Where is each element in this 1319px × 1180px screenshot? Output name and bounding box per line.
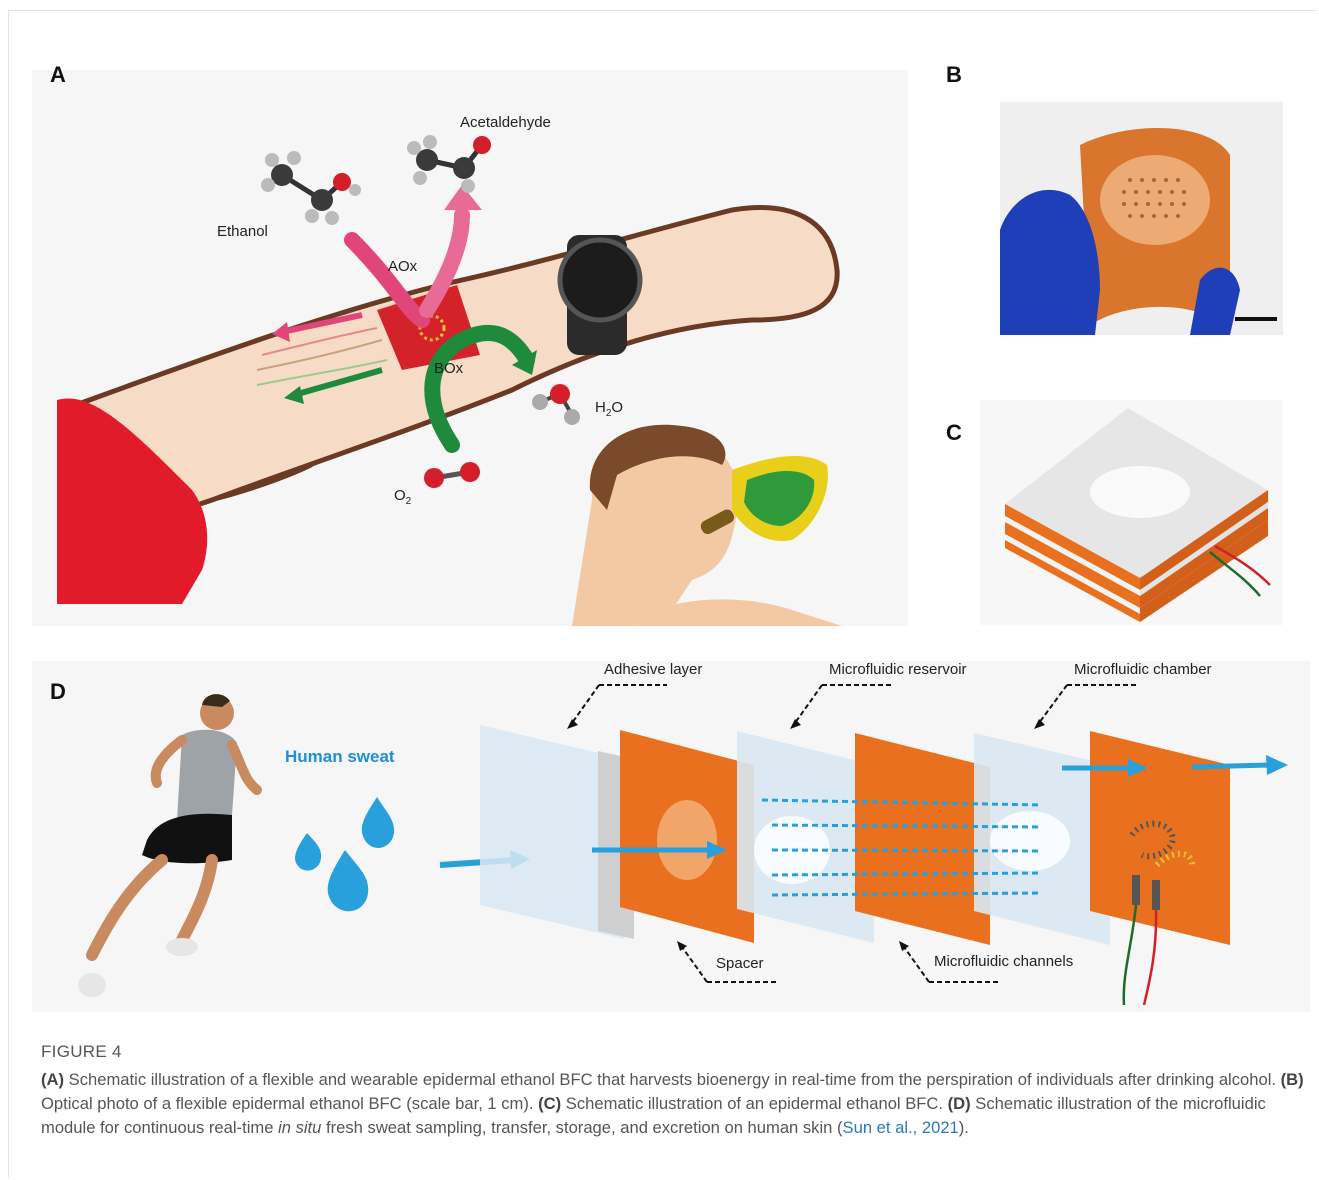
label-human-sweat: Human sweat <box>285 747 395 767</box>
figure-title: FIGURE 4 <box>41 1042 1306 1062</box>
caption-tag-a: (A) <box>41 1070 64 1089</box>
panel-c-illustration <box>930 400 1283 625</box>
label-microfluidic-chamber: Microfluidic chamber <box>1074 661 1212 678</box>
label-acetaldehyde: Acetaldehyde <box>460 114 551 131</box>
panel-a-illustration <box>32 70 908 626</box>
panel-d-letter: D <box>50 679 66 705</box>
label-aox: AOx <box>388 258 417 275</box>
panel-b: B <box>930 50 1283 335</box>
caption-tag-b: (B) <box>1281 1070 1304 1089</box>
label-ethanol: Ethanol <box>217 223 268 240</box>
figure-caption: FIGURE 4 (A) Schematic illustration of a… <box>41 1042 1306 1140</box>
panel-c-letter: C <box>946 420 962 446</box>
label-h2o: H2O <box>595 399 623 419</box>
label-box: BOx <box>434 360 463 377</box>
panel-d-illustration <box>32 655 1310 1012</box>
label-o2: O2 <box>394 487 411 507</box>
panel-a: A Acetaldehyde Ethanol AOx BOx H2O O2 <box>32 70 908 626</box>
label-microfluidic-reservoir: Microfluidic reservoir <box>829 661 967 678</box>
panel-b-photo <box>930 50 1283 335</box>
label-adhesive-layer: Adhesive layer <box>604 661 702 678</box>
panel-d: D Human sweat Adhesive layer Microfluidi… <box>32 655 1310 1012</box>
citation-link[interactable]: Sun et al., 2021 <box>843 1118 959 1137</box>
panel-a-letter: A <box>50 62 66 88</box>
panel-c: C <box>930 400 1283 625</box>
caption-tag-c: (C) <box>538 1094 561 1113</box>
label-spacer: Spacer <box>716 955 764 972</box>
label-microfluidic-channels: Microfluidic channels <box>934 953 1073 970</box>
figure-caption-text: (A) Schematic illustration of a flexible… <box>41 1068 1306 1140</box>
scale-bar <box>1235 317 1277 321</box>
panel-b-letter: B <box>946 62 962 88</box>
caption-tag-d: (D) <box>948 1094 971 1113</box>
